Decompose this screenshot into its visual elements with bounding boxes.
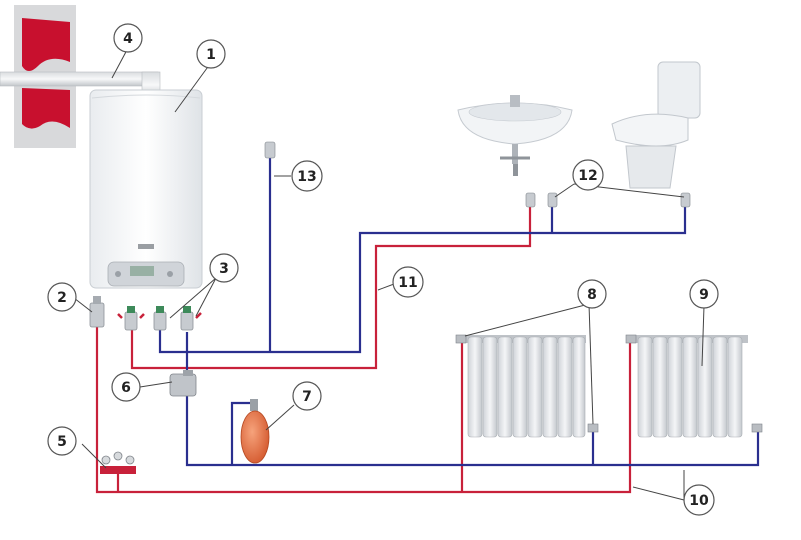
radiator-right xyxy=(636,335,748,438)
callout-13-label: 13 xyxy=(297,169,316,185)
callout-7: 7 xyxy=(292,381,322,411)
wall-red-top xyxy=(22,18,70,71)
safety-group-5 xyxy=(100,451,136,474)
valve-3a xyxy=(153,306,167,331)
callout-4-label: 4 xyxy=(123,31,133,47)
callout-7-label: 7 xyxy=(302,389,312,405)
callout-12: 12 xyxy=(572,159,604,191)
boiler-display xyxy=(130,266,154,276)
pipe-red-hot-water xyxy=(130,207,532,370)
callout-10: 10 xyxy=(683,484,715,516)
sink xyxy=(457,95,573,176)
callout-8: 8 xyxy=(577,279,607,309)
pipe-blue-cold-water xyxy=(158,207,687,354)
callout-6: 6 xyxy=(111,372,141,402)
callout-6-label: 6 xyxy=(121,380,131,396)
toilet xyxy=(611,61,701,189)
valve-2 xyxy=(89,296,105,328)
callout-2: 2 xyxy=(47,282,77,312)
callout-2-label: 2 xyxy=(57,290,67,306)
callout-3-label: 3 xyxy=(219,261,229,277)
fixture-valves-12 xyxy=(525,192,691,208)
callout-12-label: 12 xyxy=(578,168,597,184)
callout-5: 5 xyxy=(47,426,77,456)
boiler-logo xyxy=(138,244,154,249)
callout-1-label: 1 xyxy=(206,47,216,63)
callout-3: 3 xyxy=(209,253,239,283)
boiler xyxy=(89,89,203,289)
pipes xyxy=(95,156,760,494)
pipe-blue-tank xyxy=(230,401,250,465)
filter-6 xyxy=(169,370,197,397)
callout-1: 1 xyxy=(196,39,226,69)
callout-11-label: 11 xyxy=(398,275,417,291)
wall-red-bottom xyxy=(22,88,70,129)
riser-valve-13 xyxy=(264,141,276,159)
callout-9-label: 9 xyxy=(699,287,709,303)
callout-4: 4 xyxy=(113,23,143,53)
callout-8-label: 8 xyxy=(587,287,597,303)
callout-5-label: 5 xyxy=(57,434,67,450)
valve-3b xyxy=(180,306,202,331)
callout-11: 11 xyxy=(392,266,424,298)
callout-10-label: 10 xyxy=(689,493,709,509)
valve-red-handle xyxy=(117,306,145,331)
pipe-red-main xyxy=(95,325,632,494)
callout-9: 9 xyxy=(689,279,719,309)
boiler-valves xyxy=(89,296,202,331)
pipe-blue-return xyxy=(185,332,760,467)
callout-13: 13 xyxy=(291,160,323,192)
callouts: 1 2 3 4 5 6 7 8 9 10 11 12 13 xyxy=(47,23,719,516)
expansion-tank-7 xyxy=(240,399,270,464)
radiator-left xyxy=(466,335,586,438)
